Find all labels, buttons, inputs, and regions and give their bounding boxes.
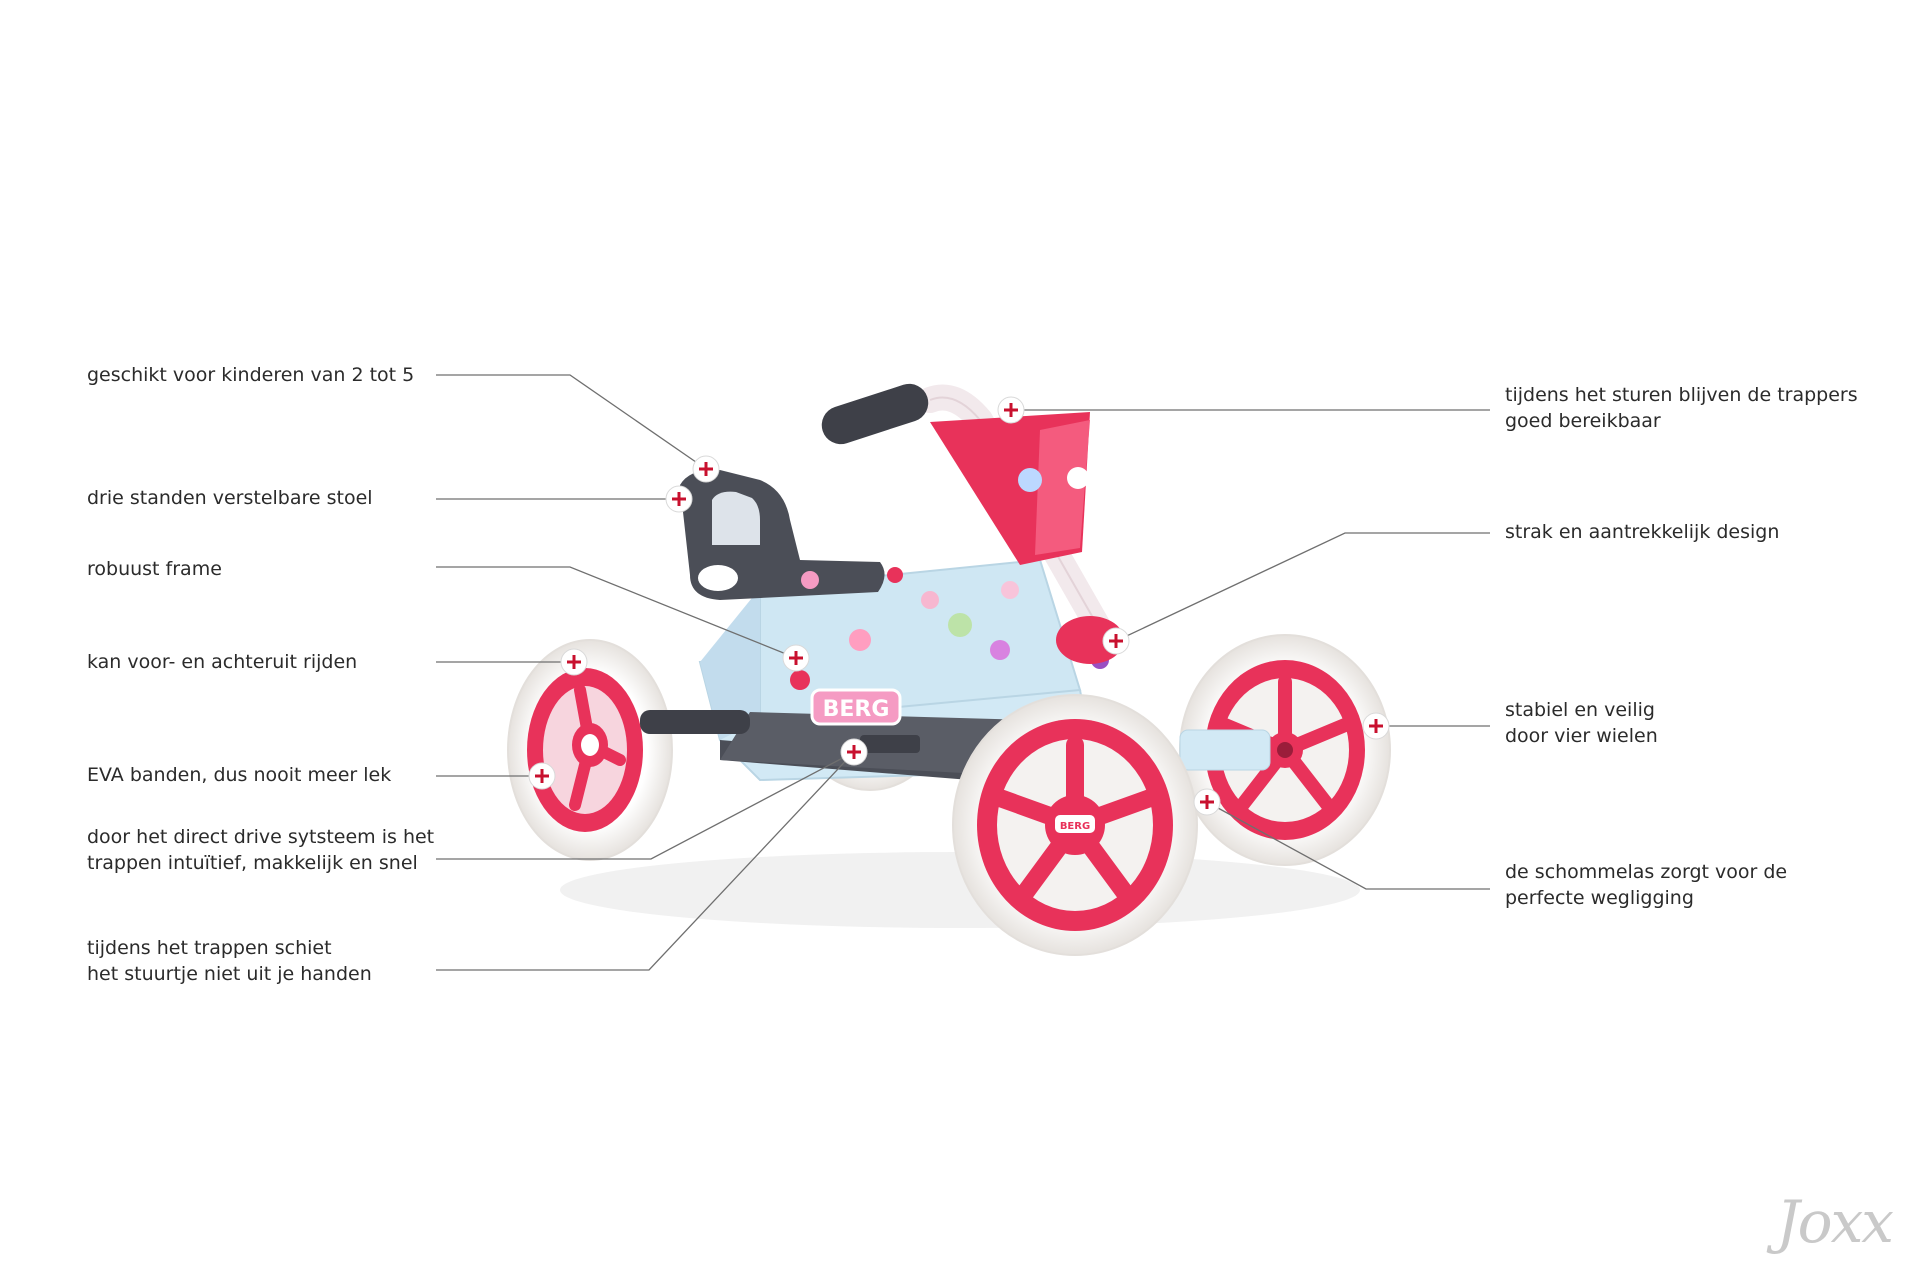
hotspot-design[interactable] [1102,627,1130,655]
callout-wheels: stabiel en veilig door vier wielen [1505,697,1658,749]
callout-pedals-line1: tijdens het sturen blijven de trappers [1505,384,1858,406]
callout-wheels-line2: door vier wielen [1505,725,1658,747]
brand-decal: BERG [823,697,890,722]
hotspot-seat[interactable] [665,485,693,513]
wheel-badge: BERG [1060,821,1090,832]
hotspot-swing-axle[interactable] [1193,788,1221,816]
front-left-wheel [507,639,750,861]
callout-design: strak en aantrekkelijk design [1505,519,1779,545]
joxx-watermark: Joxx [1776,1188,1894,1256]
callout-age: geschikt voor kinderen van 2 tot 5 [87,362,414,388]
front-right-wheel: BERG [952,694,1198,956]
hotspot-frame[interactable] [782,644,810,672]
callout-tyres: EVA banden, dus nooit meer lek [87,762,391,788]
callout-swing-axle-line2: perfecte wegligging [1505,887,1694,909]
callout-frame: robuust frame [87,556,222,582]
callout-steering-line2: het stuurtje niet uit je handen [87,963,372,985]
callout-swing-axle: de schommelas zorgt voor de perfecte weg… [1505,859,1787,911]
callout-pedals-line2: goed bereikbaar [1505,410,1661,432]
leader-lines [436,374,1490,971]
callout-reverse-text: kan voor- en achteruit rijden [87,651,358,673]
callout-age-text: geschikt voor kinderen van 2 tot 5 [87,364,415,386]
front-basket [930,412,1090,565]
callout-steering-line1: tijdens het trappen schiet [87,937,332,959]
callout-design-text: strak en aantrekkelijk design [1505,521,1780,543]
callout-frame-text: robuust frame [87,558,222,580]
kart-seat [680,469,885,600]
callout-direct-drive: door het direct drive sytsteem is het tr… [87,824,434,876]
callout-seat: drie standen verstelbare stoel [87,485,373,511]
hotspot-reverse[interactable] [560,648,588,676]
callout-wheels-line1: stabiel en veilig [1505,699,1655,721]
callout-direct-drive-line2: trappen intuïtief, makkelijk en snel [87,852,418,874]
callout-reverse: kan voor- en achteruit rijden [87,649,357,675]
callout-seat-text: drie standen verstelbare stoel [87,487,373,509]
hotspot-pedals[interactable] [997,396,1025,424]
callout-direct-drive-line1: door het direct drive sytsteem is het [87,826,435,848]
callout-pedals: tijdens het sturen blijven de trappers g… [1505,382,1858,434]
callout-tyres-text: EVA banden, dus nooit meer lek [87,764,392,786]
callout-steering: tijdens het trappen schiet het stuurtje … [87,935,372,987]
hotspot-age[interactable] [692,455,720,483]
hotspot-wheels[interactable] [1362,712,1390,740]
hotspot-direct-drive[interactable] [840,738,868,766]
callout-swing-axle-line1: de schommelas zorgt voor de [1505,861,1788,883]
hotspot-tyres[interactable] [528,762,556,790]
